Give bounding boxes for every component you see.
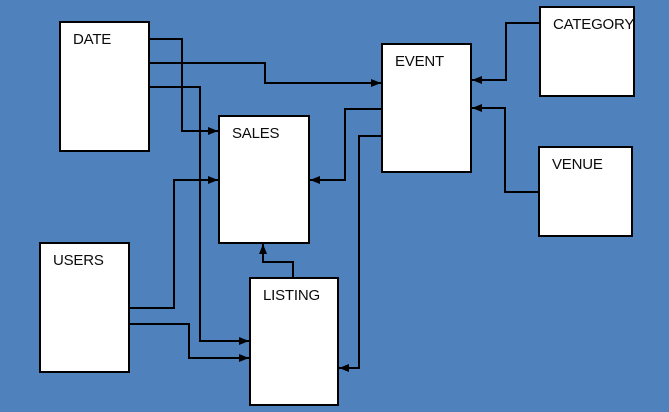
entity-label-venue: VENUE — [552, 156, 603, 173]
relationship-arrow-date-to-event — [150, 62, 381, 87]
entity-box-listing: LISTING — [249, 277, 339, 406]
entity-box-users: USERS — [39, 242, 130, 373]
entity-label-category: CATEGORY — [553, 16, 635, 33]
entity-label-date: DATE — [73, 31, 112, 48]
relationship-arrow-users-to-sales — [130, 176, 218, 309]
relationship-arrow-venue-to-event — [472, 104, 538, 193]
entity-box-date: DATE — [59, 21, 150, 152]
relationship-arrow-event-to-listing — [339, 135, 381, 372]
entity-box-sales: SALES — [218, 115, 310, 244]
entity-label-sales: SALES — [232, 125, 280, 142]
entity-box-venue: VENUE — [538, 146, 633, 237]
relationship-arrow-date-to-listing — [150, 86, 249, 345]
relationship-arrow-users-to-listing — [130, 323, 249, 362]
entity-label-users: USERS — [53, 252, 104, 269]
entity-label-event: EVENT — [395, 53, 445, 70]
relationship-arrow-date-to-sales — [150, 38, 218, 135]
relationship-arrow-listing-to-sales — [259, 244, 294, 277]
entity-label-listing: LISTING — [263, 287, 320, 304]
entity-box-event: EVENT — [381, 43, 472, 173]
entity-box-category: CATEGORY — [539, 6, 635, 97]
relationship-arrow-event-to-sales — [310, 108, 381, 184]
relationship-arrow-category-to-event — [472, 22, 539, 84]
